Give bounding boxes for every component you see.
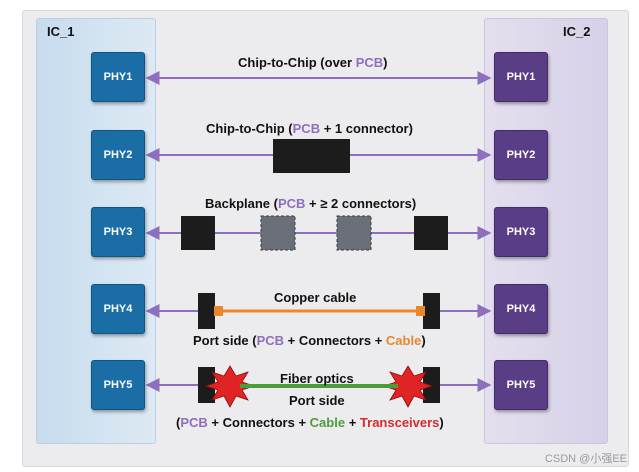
ic1-phy1: PHY1 — [91, 52, 145, 102]
connector-block — [273, 139, 350, 173]
ic1-phy4: PHY4 — [91, 284, 145, 334]
row4-bottom-label: Port side (PCB + Connectors + Cable) — [193, 333, 426, 348]
ic2-phy5: PHY5 — [494, 360, 548, 410]
row2-label: Chip-to-Chip (PCB + 1 connector) — [206, 121, 413, 136]
connector-left — [181, 216, 215, 250]
transceiver-burst-left — [204, 365, 256, 408]
transceiver-burst-right — [382, 365, 434, 408]
ic2-label: IC_2 — [563, 24, 591, 39]
connector-right — [414, 216, 448, 250]
watermark: CSDN @小强EE — [544, 453, 627, 465]
ic2-phy2: PHY2 — [494, 130, 548, 180]
ic2-phy1: PHY1 — [494, 52, 548, 102]
connector-5-left — [198, 367, 215, 403]
connector-dashed-1 — [260, 215, 296, 251]
connector-dashed-2 — [336, 215, 372, 251]
ic2-phy4: PHY4 — [494, 284, 548, 334]
cable-end-left — [214, 306, 223, 316]
cable-end-right — [416, 306, 425, 316]
connector-5-right — [423, 367, 440, 403]
ic1-label: IC_1 — [47, 24, 75, 39]
ic1-phy2: PHY2 — [91, 130, 145, 180]
row4-top-label: Copper cable — [274, 290, 357, 305]
ic1-phy3: PHY3 — [91, 207, 145, 257]
ic1-phy5: PHY5 — [91, 360, 145, 410]
row5-bottom-label: (PCB + Connectors + Cable + Transceivers… — [176, 415, 444, 430]
ic2-phy3: PHY3 — [494, 207, 548, 257]
row1-label: Chip-to-Chip (over PCB) — [238, 55, 388, 70]
row5-mid-label: Port side — [289, 393, 345, 408]
connector-4-left — [198, 293, 215, 329]
row5-top-label: Fiber optics — [280, 371, 354, 386]
row3-label: Backplane (PCB + ≥ 2 connectors) — [205, 196, 417, 211]
connector-4-right — [423, 293, 440, 329]
